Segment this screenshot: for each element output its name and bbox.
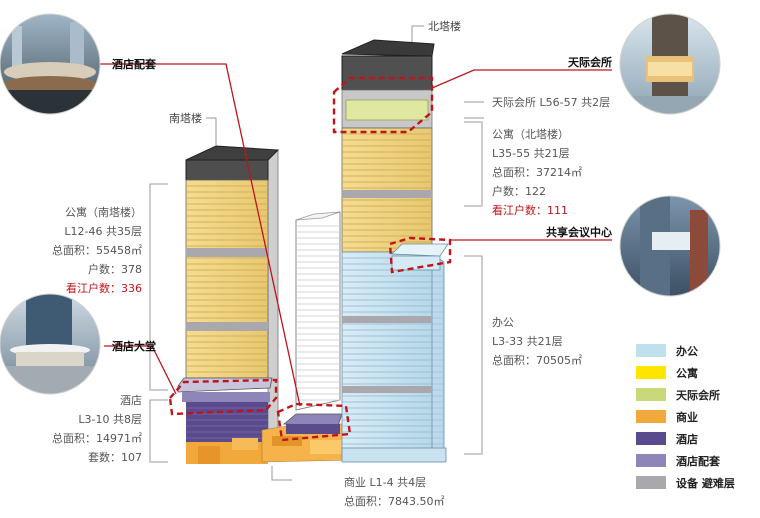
legend-label: 设备 避难层 xyxy=(676,476,735,490)
north-tower xyxy=(341,39,449,463)
north-apt-floors: L35-55 共21层 xyxy=(492,147,570,160)
north-apt-units: 户数：122 xyxy=(492,184,546,198)
south-hotel-title: 酒店 xyxy=(120,393,142,407)
commercial-area: 总面积：7843.50㎡ xyxy=(344,494,445,508)
north-apt-title: 公寓（北塔楼） xyxy=(492,127,569,141)
south-tower xyxy=(177,145,280,464)
legend-label: 酒店 xyxy=(676,432,698,446)
south-apt-units: 户数：378 xyxy=(88,262,142,276)
south-hotel-rooms: 套数：107 xyxy=(88,451,142,464)
south-apt-river: 看江户数：336 xyxy=(66,281,142,295)
legend-label: 商业 xyxy=(676,410,698,424)
north-apt-river: 看江户数：111 xyxy=(492,203,568,217)
callout-hotel-lobby: 酒店大堂 xyxy=(112,339,156,353)
south-apt-area: 总面积：55458㎡ xyxy=(52,243,142,257)
highlight-hotel-support xyxy=(276,402,352,442)
north-tower-label: 北塔楼 xyxy=(428,19,461,33)
north-office-title: 办公 xyxy=(492,316,514,329)
highlight-hotel-lobby xyxy=(168,378,278,416)
highlight-conference xyxy=(388,236,452,274)
legend-swatch xyxy=(636,344,666,357)
legend-swatch xyxy=(636,366,666,379)
south-tower-label: 南塔楼 xyxy=(169,111,202,125)
highlight-frames xyxy=(168,76,452,442)
north-apt-area: 总面积：37214㎡ xyxy=(492,165,582,179)
commercial-podium xyxy=(261,413,353,463)
photo-sky-club xyxy=(620,14,720,114)
photo-hotel-lobby xyxy=(0,294,100,394)
north-office-area: 总面积：70505㎡ xyxy=(492,353,582,367)
photo-conference xyxy=(620,196,720,296)
south-hotel-area: 总面积：14971㎡ xyxy=(52,431,142,445)
legend-swatch xyxy=(636,454,666,467)
callout-conference: 共享会议中心 xyxy=(546,225,612,239)
highlight-sky-club xyxy=(332,76,434,134)
legend-swatch xyxy=(636,410,666,423)
south-hotel-floors: L3-10 共8层 xyxy=(78,413,142,426)
legend-swatch xyxy=(636,476,666,489)
commercial-floors: 商业 L1-4 共4层 xyxy=(344,475,426,489)
legend-label: 天际会所 xyxy=(676,388,720,402)
north-office-floors: L3-33 共21层 xyxy=(492,335,563,348)
middle-tower xyxy=(295,211,341,411)
legend-label: 公寓 xyxy=(676,366,698,380)
south-apt-floors: L12-46 共35层 xyxy=(64,225,142,238)
south-apt-title: 公寓（南塔楼） xyxy=(65,205,142,219)
callout-sky-club: 天际会所 xyxy=(568,55,612,69)
legend-label: 酒店配套 xyxy=(676,454,721,468)
legend-label: 办公 xyxy=(676,344,698,358)
callout-leaders xyxy=(96,63,612,407)
callout-hotel-support: 酒店配套 xyxy=(112,57,157,71)
info-brackets xyxy=(149,25,484,481)
legend-swatch xyxy=(636,388,666,401)
photo-hotel-support xyxy=(0,14,100,114)
north-sky-club-floors: 天际会所 L56-57 共2层 xyxy=(492,96,610,109)
legend-swatch xyxy=(636,432,666,445)
